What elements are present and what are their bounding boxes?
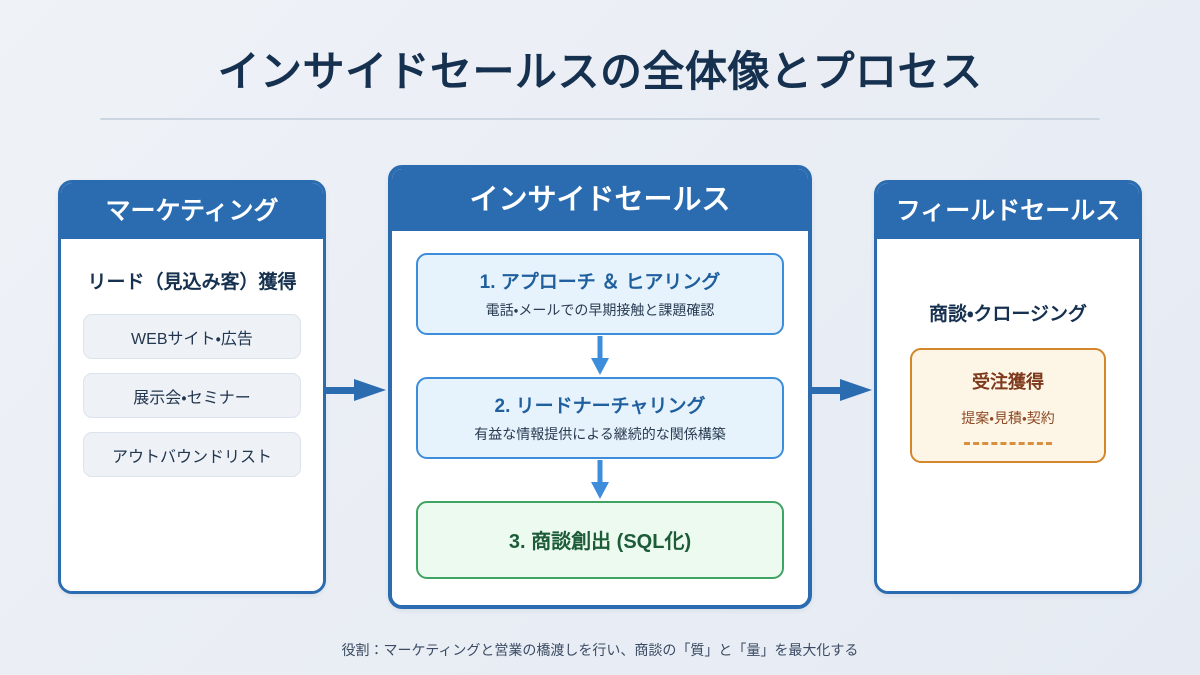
step-3-opportunity-creation[interactable]: 3. 商談創出 (SQL化)	[416, 501, 784, 579]
step-2-description: 有益な情報提供による継続的な関係構築	[474, 426, 726, 442]
arrow-down-icon	[591, 336, 609, 375]
step-2-title: 2. リードナーチャリング	[494, 396, 706, 417]
card-inside-sales-body: 1. アプローチ ＆ ヒアリング 電話・メールでの早期接触と課題確認 2. リー…	[392, 231, 808, 605]
title-divider	[100, 118, 1100, 120]
page-title: インサイドセールスの全体像とプロセス	[217, 48, 983, 95]
card-field-sales: フィールドセールス 商談・クロージング 受注獲得 提案・見積・契約	[874, 180, 1142, 594]
order-won-box[interactable]: 受注獲得 提案・見積・契約	[910, 348, 1106, 463]
connector-step1-to-step2	[416, 335, 784, 377]
list-item[interactable]: 展示会・セミナー	[83, 373, 301, 418]
step-1-title: 1. アプローチ ＆ ヒアリング	[479, 272, 721, 293]
step-1-description: 電話・メールでの早期接触と課題確認	[485, 302, 715, 318]
connector-step2-to-step3	[416, 459, 784, 501]
list-item[interactable]: WEBサイト・広告	[83, 314, 301, 359]
list-item[interactable]: アウトバウンドリスト	[83, 432, 301, 477]
card-inside-sales: インサイドセールス 1. アプローチ ＆ ヒアリング 電話・メールでの早期接触と…	[388, 165, 812, 609]
arrow-right-icon	[326, 379, 386, 401]
marketing-section-title: リード（見込み客）獲得	[87, 272, 297, 293]
connector-inside-to-field	[812, 378, 874, 402]
card-marketing-body: リード（見込み客）獲得 WEBサイト・広告 展示会・セミナー アウトバウンドリス…	[61, 267, 323, 591]
step-3-title: 3. 商談創出 (SQL化)	[508, 531, 692, 553]
step-1-approach-hearing[interactable]: 1. アプローチ ＆ ヒアリング 電話・メールでの早期接触と課題確認	[416, 253, 784, 335]
order-won-subtitle: 提案・見積・契約	[961, 410, 1055, 426]
footer-note: 役割：マーケティングと営業の橋渡しを行い、商談の「質」と「量」を最大化する	[341, 642, 859, 658]
card-marketing-header: マーケティング	[61, 183, 323, 239]
card-field-sales-header: フィールドセールス	[877, 183, 1139, 239]
card-field-sales-body: 商談・クロージング 受注獲得 提案・見積・契約	[877, 299, 1139, 591]
field-sales-section-title: 商談・クロージング	[928, 304, 1088, 325]
card-inside-sales-header: インサイドセールス	[392, 169, 808, 231]
connector-marketing-to-inside	[326, 378, 388, 402]
card-marketing: マーケティング リード（見込み客）獲得 WEBサイト・広告 展示会・セミナー ア…	[58, 180, 326, 594]
marketing-item-list: WEBサイト・広告 展示会・セミナー アウトバウンドリスト	[61, 314, 323, 477]
order-won-title: 受注獲得	[972, 372, 1044, 392]
arrow-down-icon	[591, 460, 609, 499]
arrow-right-icon	[812, 379, 872, 401]
order-won-dashed-divider	[964, 442, 1052, 445]
step-2-lead-nurturing[interactable]: 2. リードナーチャリング 有益な情報提供による継続的な関係構築	[416, 377, 784, 459]
